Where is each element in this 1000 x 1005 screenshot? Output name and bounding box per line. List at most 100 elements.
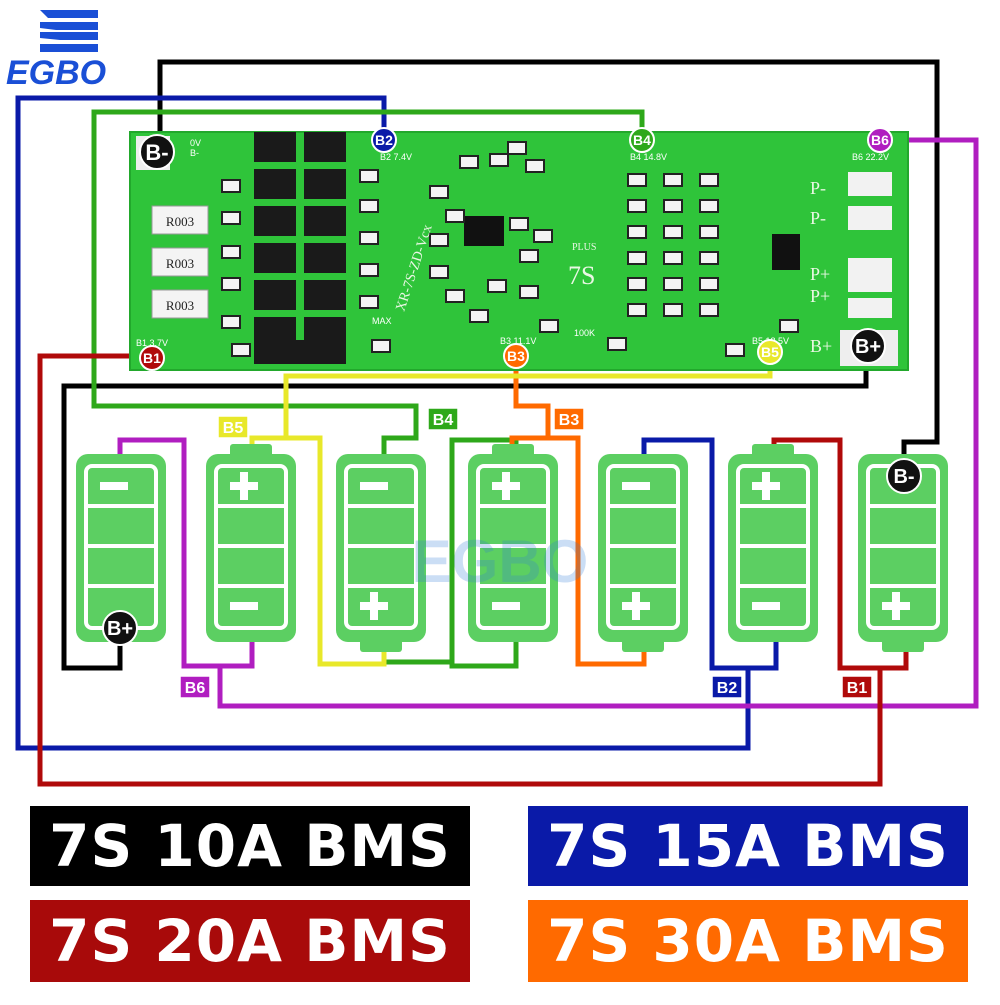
smd-part (429, 233, 449, 247)
mosfet (304, 169, 346, 199)
cell-terminal-top (492, 444, 534, 458)
smd-part (699, 199, 719, 213)
smd-part (627, 251, 647, 265)
output-label: P+ (810, 286, 830, 306)
smd-part (663, 277, 683, 291)
smd-part (663, 251, 683, 265)
cell7-b-minus-terminal: B- (886, 458, 922, 494)
cell-bottom-symbol (230, 602, 258, 610)
mosfet (304, 243, 346, 273)
smd-part (459, 155, 479, 169)
ic-chip (464, 216, 504, 246)
smd-part (699, 303, 719, 317)
silk-bminus: B- (190, 148, 199, 158)
smd-part (663, 199, 683, 213)
watermark: EGBO (412, 528, 589, 595)
smd-part (699, 225, 719, 239)
smd-part (509, 217, 529, 231)
cell-top-symbol (100, 482, 128, 490)
smd-part (359, 263, 379, 277)
pad-label-text: B- (145, 140, 168, 165)
wire-tag-text: B5 (223, 420, 244, 437)
smd-part (507, 141, 527, 155)
cell-terminal-bottom (882, 638, 924, 652)
logo-icon (40, 10, 98, 52)
silk-b3: B3 11.1V (500, 336, 536, 346)
smd-part (663, 173, 683, 187)
pad-label-text: B2 (375, 132, 393, 148)
silk-0v: 0V (190, 138, 201, 148)
wires (15, 59, 979, 787)
smd-part (429, 185, 449, 199)
cell-terminal-bottom (360, 638, 402, 652)
smd-part (627, 199, 647, 213)
banner-text: 7S 10A BMS (49, 812, 451, 880)
egbo-logo: EGBO (6, 10, 106, 92)
black-wire-bplus (61, 350, 869, 671)
smd-part (627, 173, 647, 187)
output-label: P+ (810, 264, 830, 284)
cell-top-symbol (360, 482, 388, 490)
smd-part (699, 277, 719, 291)
orange-wire-b3 (509, 362, 551, 460)
green-wire-b4 (91, 109, 645, 458)
output-label: P- (810, 208, 826, 228)
smd-part (429, 265, 449, 279)
pad-label-text: B+ (107, 618, 133, 640)
smd-part (221, 179, 241, 193)
smd-part (725, 343, 745, 357)
smd-part (359, 231, 379, 245)
smd-part (359, 169, 379, 183)
smd-part (445, 289, 465, 303)
smd-part (539, 319, 559, 333)
plus-text: PLUS (572, 242, 596, 253)
cell-terminal-top (752, 444, 794, 458)
silk-b2: B2 7.4V (380, 152, 412, 162)
cell-bottom-symbol (492, 602, 520, 610)
pad-b5: B5 (757, 339, 783, 365)
battery-cell (858, 454, 948, 652)
pad-b2: B2 (371, 127, 397, 153)
resistor-label: R003 (166, 214, 194, 229)
mosfet (304, 280, 346, 310)
pad-b-plus: B+ (850, 328, 886, 364)
wire-tag-b1: B1 (841, 675, 873, 699)
smd-part (627, 303, 647, 317)
banner-bms-10a: 7S 10A BMS (30, 806, 470, 886)
silk-b4: B4 14.8V (630, 152, 667, 162)
wire-tag-b5: B5 (217, 415, 249, 439)
wire-tag-b2: B2 (711, 675, 743, 699)
smd-part (487, 279, 507, 293)
pad-label-text: B5 (761, 344, 779, 360)
mosfet (254, 243, 296, 273)
yellow-wire-b5-cell (286, 435, 387, 667)
banner-bms-20a: 7S 20A BMS (30, 900, 470, 982)
mosfet-array (254, 132, 346, 364)
transistor (772, 234, 800, 270)
pad-b4: B4 (629, 127, 655, 153)
smd-part (519, 285, 539, 299)
silk-100k: 100K (574, 328, 595, 338)
orange-wire-b3-cell (548, 435, 647, 667)
resistor-label: R003 (166, 256, 194, 271)
cell-bottom-symbol (752, 602, 780, 610)
wire-tag-text: B4 (433, 412, 454, 429)
smd-part (469, 309, 489, 323)
smd-part (627, 277, 647, 291)
black-wire-bminus (157, 59, 940, 470)
smd-part (489, 153, 509, 167)
smd-part (221, 277, 241, 291)
smd-part (221, 211, 241, 225)
logo-text: EGBO (6, 54, 106, 92)
pad-label-text: B3 (507, 348, 525, 364)
bms-board: R003 R003 R003 P- P- P+ P+ B+ 7S PLUS XR… (129, 131, 909, 371)
wire-tag-b3: B3 (553, 407, 585, 431)
banner-text: 7S 20A BMS (49, 907, 451, 975)
banner-text: 7S 30A BMS (547, 907, 949, 975)
series-text: 7S (568, 261, 595, 290)
smd-part (699, 173, 719, 187)
